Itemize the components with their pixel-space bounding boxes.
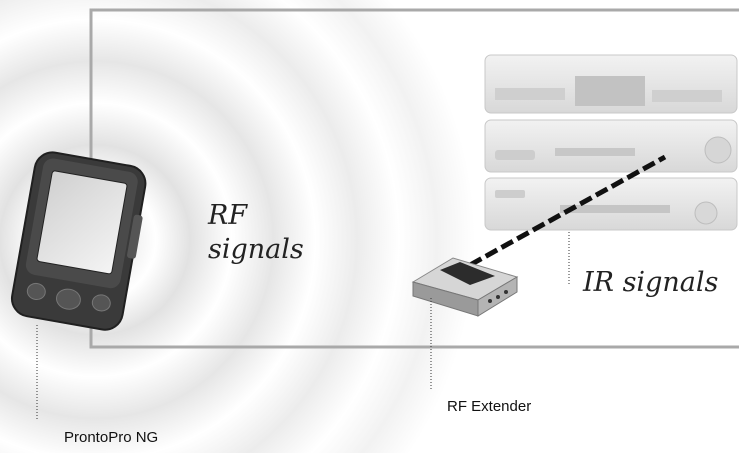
remote-device [10,151,147,331]
ir-beam [468,154,667,268]
rf-signals-label-line2: signals [208,234,304,265]
remote-name-label: ProntoPro NG [64,429,158,446]
av-equipment-stack [484,54,738,231]
ir-signals-label: IR signals [582,267,718,298]
rf-extender-device [411,257,519,317]
rf-extender-label: RF Extender [447,398,531,415]
rf-signals-label-line1: RF [207,200,248,231]
